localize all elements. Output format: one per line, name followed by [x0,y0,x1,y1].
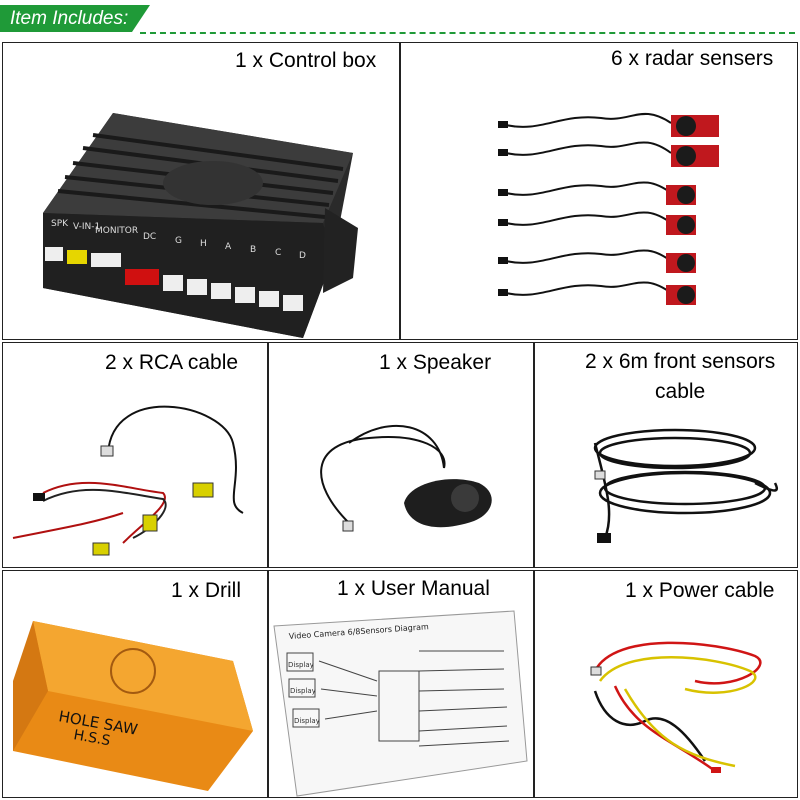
section-header: Item Includes: [0,0,800,38]
item-label-line1: 2 x 6m front sensors [585,350,776,373]
port-label: C [275,248,281,258]
manual-display-label: Display [288,661,314,669]
port-label: G [175,236,182,246]
item-rca-cable: 2 x RCA cable [2,342,268,568]
item-radar-sensors: 6 x radar sensers [400,42,798,340]
user-manual-image: Video Camera 6/8Sensors Diagram Display … [273,610,528,797]
item-label: 1 x Speaker [379,351,492,374]
item-control-box: 1 x Control box SPK V-IN-1 MONITOR DC G … [2,42,400,340]
speaker-image [320,424,492,532]
item-label: 1 x Power cable [625,579,775,602]
header-dashed-line [140,32,795,34]
item-user-manual: 1 x User Manual Video Camera 6/8Sensors … [268,570,534,798]
radar-sensors-image [498,113,719,305]
port-label: MONITOR [95,226,138,236]
item-front-sensors-cable: 2 x 6m front sensors cable [534,342,798,568]
header-tab: Item Includes: [0,5,150,32]
port-label: B [250,245,256,255]
port-label: SPK [51,219,69,229]
item-power-cable: 1 x Power cable [534,570,798,798]
item-label: 2 x RCA cable [105,351,239,374]
rca-cable-image [12,405,244,556]
manual-display-label: Display [294,717,320,725]
front-sensors-cable-image [593,428,779,543]
manual-display-label: Display [290,687,316,695]
port-label: V-IN-1 [73,222,100,232]
drill-box-image: HOLE SAW H.S.S [13,621,253,791]
power-cable-image [590,641,762,773]
control-box-image: SPK V-IN-1 MONITOR DC G H A B C D [43,113,358,338]
header-title: Item Includes: [10,8,129,29]
port-label: D [299,251,306,261]
item-label: 6 x radar sensers [611,47,774,70]
item-label: 2 x 6m front sensors cable [585,347,775,407]
item-label: 1 x Control box [235,49,377,72]
item-speaker: 1 x Speaker [268,342,534,568]
item-label: 1 x User Manual [337,577,490,600]
item-label-line2: cable [655,380,706,403]
port-label: DC [143,232,156,242]
drill-box-text: H.S.S [72,727,111,749]
item-label: 1 x Drill [171,579,242,602]
port-label: A [225,242,232,252]
port-label: H [200,239,207,249]
item-drill: 1 x Drill HOLE SAW H.S.S [2,570,268,798]
